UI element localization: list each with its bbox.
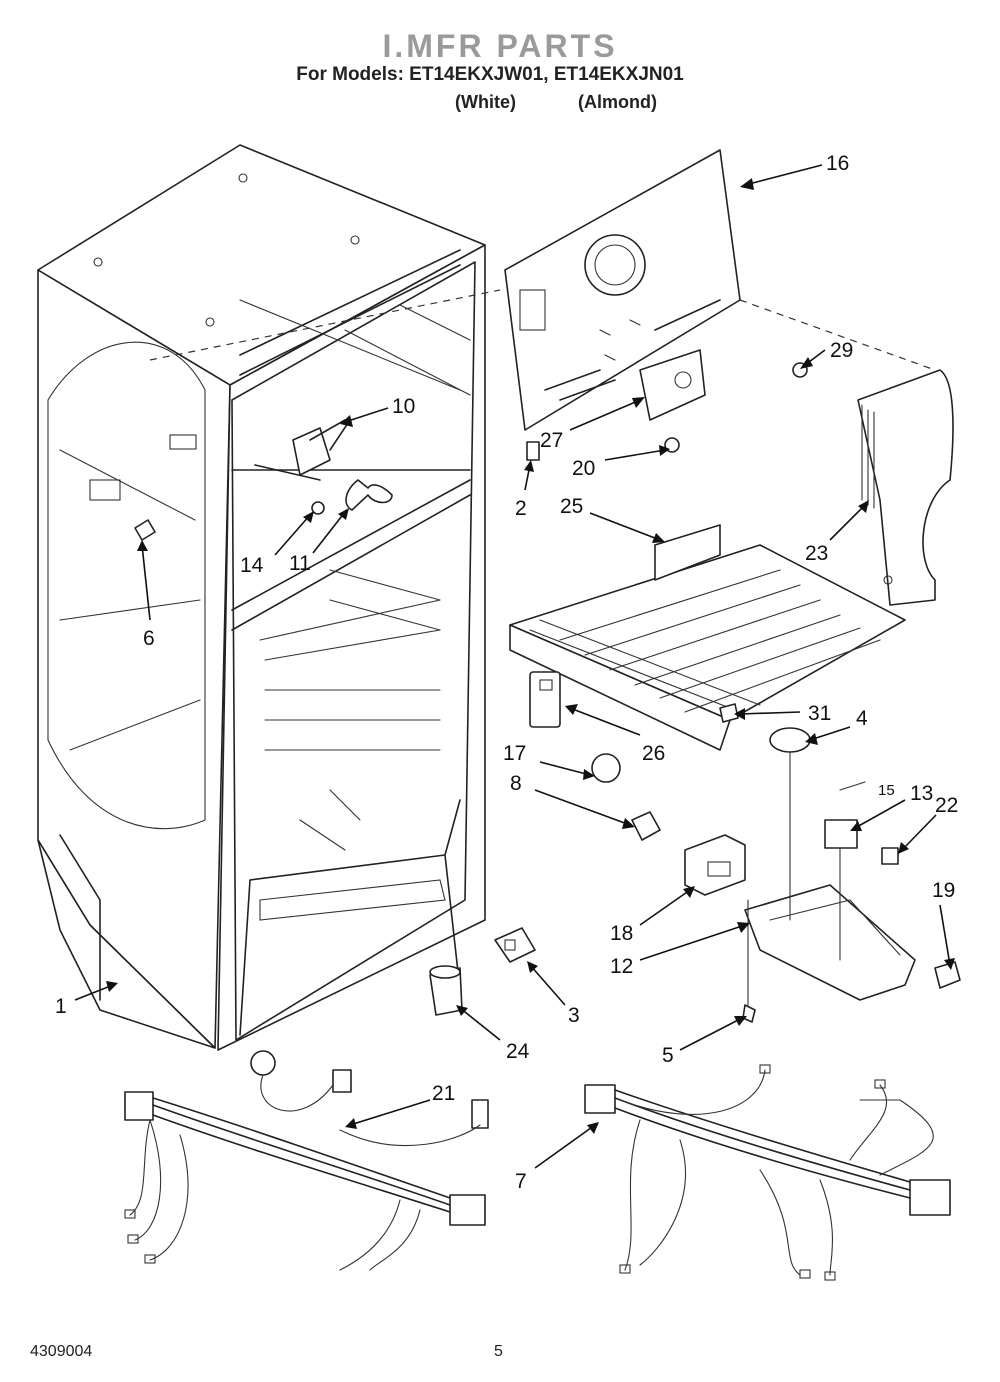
callout-16: 16	[826, 152, 849, 175]
callout-4: 4	[856, 707, 868, 730]
callout-13: 13	[910, 782, 933, 805]
callout-15: 15	[878, 782, 895, 799]
callout-2: 2	[515, 497, 527, 520]
screw-2	[526, 441, 540, 461]
clip-6	[134, 519, 156, 541]
callout-27: 27	[540, 429, 563, 452]
color-white-label: (White)	[455, 92, 516, 112]
callout-24: 24	[506, 1040, 530, 1063]
screw-14	[311, 501, 325, 515]
screw-31	[719, 703, 739, 723]
wire-harness-21	[124, 1050, 489, 1271]
callout-21: 21	[432, 1082, 455, 1105]
callout-8: 8	[510, 772, 522, 795]
callout-31: 31	[808, 702, 831, 725]
callout-7: 7	[515, 1170, 527, 1193]
screw-22	[881, 847, 899, 865]
callout-arrows	[74, 164, 955, 1169]
clip-15	[839, 781, 866, 791]
callout-14: 14	[240, 554, 264, 577]
cabinet-liner	[37, 144, 501, 1051]
callout-23: 23	[805, 542, 828, 565]
color-almond-label: (Almond)	[578, 92, 657, 112]
callout-1: 1	[55, 995, 67, 1018]
switch-3	[494, 927, 536, 963]
thermostat-control	[254, 419, 351, 481]
callout-25: 25	[560, 495, 583, 518]
knob-4	[769, 727, 811, 753]
evaporator-cover-panel	[504, 149, 936, 431]
wire-harness-7	[584, 1064, 951, 1281]
thermostat-13	[824, 819, 858, 961]
drain-fitting-24	[429, 965, 463, 1016]
callout-labels: 16 10 29 27 20 2 25 23 6 14 11 31 4 26 1…	[55, 152, 958, 1193]
callout-29: 29	[830, 339, 853, 362]
light-bulb-17	[591, 753, 621, 783]
models-line: For Models: ET14EKXJW01, ET14EKXJN01	[296, 64, 684, 85]
evaporator-shelf	[509, 524, 906, 751]
callout-26: 26	[642, 742, 665, 765]
callout-10: 10	[392, 395, 415, 418]
screw-19	[934, 961, 961, 989]
callout-19: 19	[932, 879, 955, 902]
switch-housing-18	[684, 834, 746, 896]
callout-17: 17	[503, 742, 526, 765]
callout-12: 12	[610, 955, 633, 978]
callout-18: 18	[610, 922, 633, 945]
callout-11: 11	[289, 552, 311, 575]
callout-6: 6	[143, 627, 155, 650]
diagram-title: I.MFR PARTS	[382, 28, 618, 64]
light-socket-8	[631, 811, 661, 841]
document-number: 4309004	[30, 1343, 93, 1360]
callout-20: 20	[572, 457, 595, 480]
callout-22: 22	[935, 794, 958, 817]
callout-5: 5	[662, 1044, 674, 1067]
light-socket-cover	[529, 671, 561, 728]
page-number: 5	[494, 1343, 503, 1360]
fan-blade	[345, 479, 393, 511]
air-duct-cover	[857, 369, 954, 606]
control-housing-12	[744, 884, 916, 1001]
callout-3: 3	[568, 1004, 580, 1027]
screw-5	[742, 1004, 756, 1023]
